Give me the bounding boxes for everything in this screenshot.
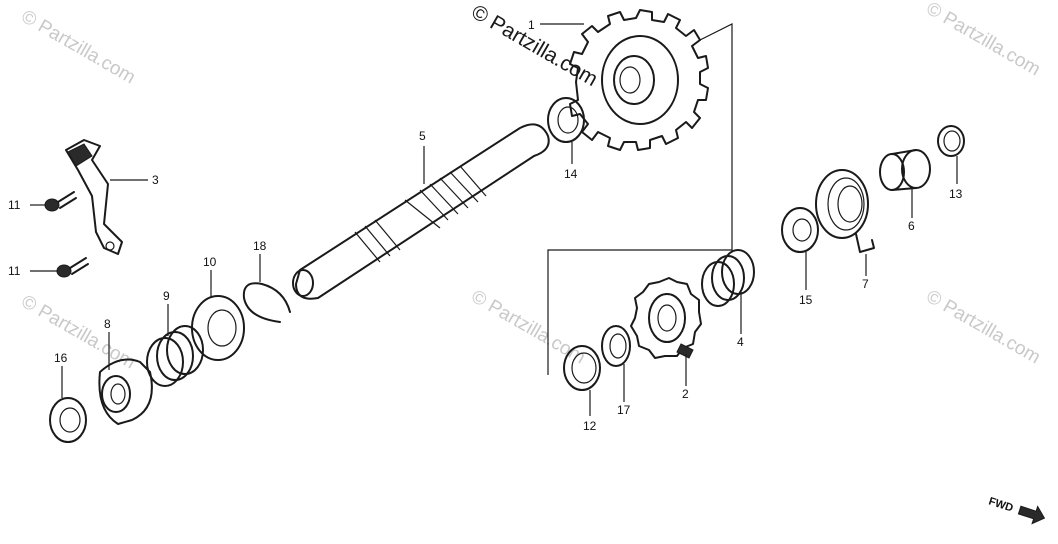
callout-1: 1 <box>528 18 535 32</box>
part-16-washer <box>49 397 87 443</box>
callout-9: 9 <box>163 289 170 303</box>
callout-15: 15 <box>799 293 813 307</box>
callout-16: 16 <box>54 351 68 365</box>
callout-18: 18 <box>253 239 267 253</box>
watermarks: © Partzilla.com © Partzilla.com © Partzi… <box>18 0 1044 373</box>
watermark-top-left: © Partzilla.com <box>18 6 139 88</box>
callout-10: 10 <box>203 255 217 269</box>
leader-lines <box>30 23 958 416</box>
part-11-bolt-lower <box>56 257 89 278</box>
part-10-washer <box>191 295 245 361</box>
assembly-bracket-line <box>547 23 733 375</box>
callout-12: 12 <box>583 419 597 433</box>
watermark-main: © Partzilla.com <box>468 0 602 91</box>
part-12-circlip <box>563 345 601 391</box>
callout-17: 17 <box>617 403 631 417</box>
part-17-washer <box>601 325 631 367</box>
callout-4: 4 <box>737 335 744 349</box>
shaft-splines <box>364 165 487 257</box>
part-1-gear <box>569 9 709 151</box>
part-9-spring <box>146 325 204 387</box>
part-3-guide-plate <box>65 139 123 255</box>
part-15-washer <box>781 207 819 253</box>
part-2-kick-gear <box>630 277 702 359</box>
callout-7: 7 <box>862 277 869 291</box>
part-14-washer <box>547 97 585 143</box>
part-7-kick-spring <box>815 169 875 253</box>
part-11-bolt-upper <box>44 191 77 212</box>
fwd-arrow-icon <box>1017 505 1046 525</box>
callout-14: 14 <box>564 167 578 181</box>
part-18-circlip <box>242 282 291 323</box>
part-4-spring <box>701 249 755 307</box>
callout-3: 3 <box>152 173 159 187</box>
watermark-top-right: © Partzilla.com <box>923 0 1044 80</box>
callout-8: 8 <box>104 317 111 331</box>
watermark-mid-right: © Partzilla.com <box>923 286 1044 368</box>
callouts: 1 2 3 4 5 6 7 8 9 10 11 11 12 13 14 15 1… <box>8 18 963 433</box>
callout-6: 6 <box>908 219 915 233</box>
callout-5: 5 <box>419 129 426 143</box>
fwd-indicator: FWD <box>987 495 1046 525</box>
watermark-mid-center: © Partzilla.com <box>468 286 589 368</box>
callout-2: 2 <box>682 387 689 401</box>
callout-11-lower: 11 <box>8 264 21 278</box>
part-8-ratchet <box>98 358 153 425</box>
part-6-collar <box>879 149 931 191</box>
fwd-label: FWD <box>987 495 1015 514</box>
callout-13: 13 <box>949 187 963 201</box>
part-5-shaft <box>292 123 550 300</box>
part-13-circlip <box>937 125 965 157</box>
callout-11-upper: 11 <box>8 198 21 212</box>
